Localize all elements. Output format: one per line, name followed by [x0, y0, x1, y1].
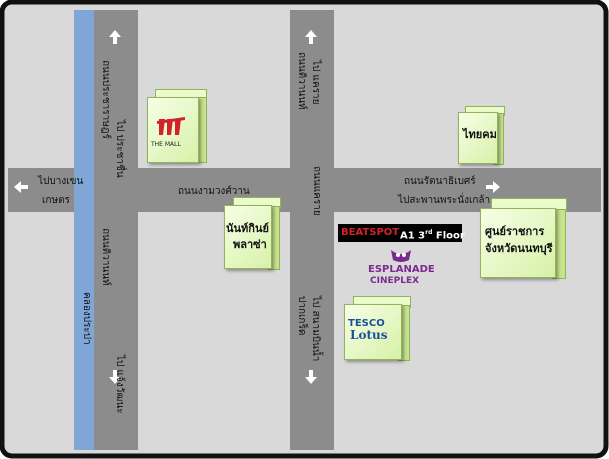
thaiyakom-label: ไทยคม — [463, 128, 497, 141]
esplanade-cineplex-logo: ESPLANADE CINEPLEX — [362, 248, 440, 288]
road-label-east-2: ไปสะพานพระนั่งเกล้า — [398, 195, 491, 206]
landmark-tesco-lotus: TESCO Lotus — [344, 296, 411, 361]
government-center-label-1: ศูนย์ราชการ — [485, 225, 545, 238]
cineplex-text: CINEPLEX — [370, 276, 420, 286]
nonthaburi-plaza-label-2: พลาซ่า — [233, 238, 267, 251]
road-name-left: ถนนติวานนท์ — [100, 228, 111, 286]
landmark-government-center: ศูนย์ราชการ จังหวัดนนทบุรี — [480, 198, 567, 279]
beatspot-floor: A1 3rd Floor — [400, 229, 465, 242]
arrow-left-icon — [14, 181, 28, 193]
road-label-left-north: ไป ประชาชื่น — [114, 120, 125, 178]
landmark-the-mall: THE MALL — [147, 89, 207, 163]
arrow-down-icon — [305, 370, 317, 384]
road-label-right-south-b: ปากเกร็ด — [296, 296, 307, 336]
canal-label: คลองประปา — [81, 292, 92, 345]
road-label-right-south: ไป สนามบินน้ำ — [310, 296, 321, 362]
lotus-text: Lotus — [350, 328, 388, 342]
beatspot-banner: BEATSPOT A1 3rd Floor — [338, 224, 465, 242]
the-mall-logo-icon — [157, 117, 185, 135]
arrow-up-icon — [109, 30, 121, 44]
esplanade-mask-icon — [391, 250, 411, 262]
road-label-middle: ถนนงามวงศ์วาน — [178, 186, 250, 197]
road-label-west-1: ไปบางเขน — [38, 176, 84, 187]
road-label-right-north-b: ถนนติวานนท์ — [296, 52, 307, 110]
canal — [74, 10, 94, 450]
arrow-down-icon — [109, 370, 121, 384]
beatspot-logo: BEATSPOT — [341, 227, 400, 238]
the-mall-text: THE MALL — [151, 141, 181, 148]
landmark-thaiyakom: ไทยคม — [458, 106, 505, 165]
arrow-right-icon — [486, 181, 500, 193]
road-label-west-2: เกษตร — [42, 195, 70, 206]
road-name-right: ถนนแคราย — [311, 166, 322, 216]
landmark-nonthaburi-plaza: นันท์กินย์ พลาซ่า — [224, 197, 281, 270]
road-label-right-north: ไป แคราย — [310, 60, 321, 105]
road-label-east-1: ถนนรัตนาธิเบศร์ — [404, 176, 476, 187]
road-label-left-north-b: ถนนประชาราษฎร์ — [100, 60, 111, 139]
arrow-up-icon — [305, 30, 317, 44]
nonthaburi-plaza-label-1: นันท์กินย์ — [226, 222, 269, 235]
esplanade-text: ESPLANADE — [368, 264, 435, 275]
government-center-label-2: จังหวัดนนทบุรี — [485, 242, 553, 255]
road-label-left-south: ไป แจ้งวัฒนะ — [114, 355, 125, 414]
tesco-text: TESCO — [348, 318, 385, 329]
